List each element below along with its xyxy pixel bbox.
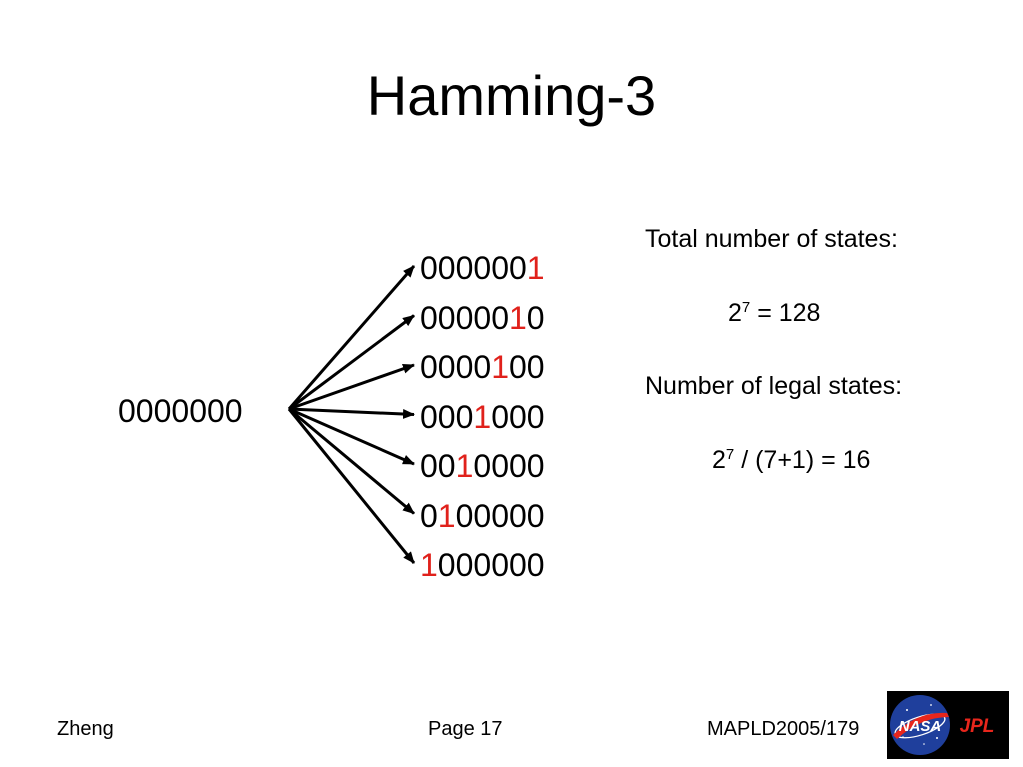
bit: 0 <box>491 250 509 286</box>
bit: 0 <box>437 448 456 484</box>
flipped-bit: 1 <box>437 497 456 534</box>
bit: 0 <box>473 448 492 484</box>
bit: 0 <box>437 299 456 336</box>
fanout-arrow <box>288 407 415 466</box>
flipped-bit: 1 <box>508 299 527 336</box>
flipped-bit: 1 <box>526 250 545 286</box>
footer-author: Zheng <box>57 718 114 740</box>
nasa-logo-icon: NASA <box>890 695 950 755</box>
bit: 0 <box>455 349 474 385</box>
bit: 0 <box>437 398 456 435</box>
slide-title: Hamming-3 <box>366 64 657 127</box>
bit: 0 <box>420 497 438 534</box>
bit: 0 <box>473 497 492 534</box>
fanout-arrow <box>288 407 415 420</box>
bit: 0 <box>473 299 492 336</box>
bit: 0 <box>508 547 527 583</box>
footer-conference: MAPLD2005/179 <box>707 718 860 740</box>
total-result: = 128 <box>750 299 821 327</box>
bit: 0 <box>526 398 545 435</box>
bit: 0 <box>473 250 492 286</box>
flipped-bit: 1 <box>473 398 492 435</box>
bit: 0 <box>420 299 438 336</box>
bit: 0 <box>455 497 474 534</box>
jpl-logo-text: JPL <box>960 716 995 737</box>
bit: 0 <box>508 250 527 286</box>
nasa-jpl-logos: NASA JPL <box>887 691 1009 759</box>
bit: 0 <box>508 398 527 435</box>
bit: 0 <box>526 349 545 385</box>
bit: 0 <box>420 448 438 484</box>
fanout-arrow <box>288 363 415 411</box>
bit: 0 <box>508 349 527 385</box>
bit: 0 <box>491 299 509 336</box>
bit: 0 <box>420 349 438 385</box>
total-exponent: 7 <box>741 299 751 316</box>
legal-states-value: 27 / (7+1) = 16 <box>712 445 870 479</box>
bit: 0 <box>437 349 456 385</box>
legal-base: 2 <box>712 446 726 474</box>
bit: 0 <box>455 547 474 583</box>
bit: 0 <box>508 448 527 484</box>
legal-result: / (7+1) = 16 <box>734 446 871 474</box>
total-states-value: 27 = 128 <box>728 298 820 332</box>
bit: 0 <box>491 398 509 435</box>
fanout-arrow <box>287 408 416 564</box>
flipped-bit: 1 <box>455 448 474 484</box>
bit: 0 <box>455 398 474 435</box>
bit: 0 <box>420 250 438 286</box>
bit: 0 <box>437 250 456 286</box>
fanout-arrow <box>288 407 415 515</box>
bit: 0 <box>473 547 492 583</box>
bit: 0 <box>473 349 492 385</box>
bit: 0 <box>526 497 545 534</box>
total-states-label: Total number of states: <box>645 225 898 253</box>
flipped-bit: 1 <box>491 349 509 385</box>
source-codeword: 0000000 <box>118 393 243 429</box>
bit: 0 <box>526 547 545 583</box>
footer-page-number: Page 17 <box>428 718 503 740</box>
legal-exponent: 7 <box>725 446 735 463</box>
bit: 0 <box>491 547 509 583</box>
bit: 0 <box>491 448 509 484</box>
fanout-arrow <box>287 265 416 410</box>
bit: 0 <box>491 497 509 534</box>
logo-graphic: NASA JPL <box>890 695 995 755</box>
bit: 0 <box>437 547 456 583</box>
legal-states-label: Number of legal states: <box>645 372 903 400</box>
bit: 0 <box>455 250 474 286</box>
bit: 0 <box>420 398 438 435</box>
fanout-arrow <box>288 314 415 411</box>
total-base: 2 <box>728 299 742 327</box>
bit: 0 <box>526 299 545 336</box>
bit: 0 <box>455 299 474 336</box>
nasa-logo-text: NASA <box>899 718 942 735</box>
bit: 0 <box>508 497 527 534</box>
bit: 0 <box>526 448 545 484</box>
flipped-bit: 1 <box>420 547 438 583</box>
